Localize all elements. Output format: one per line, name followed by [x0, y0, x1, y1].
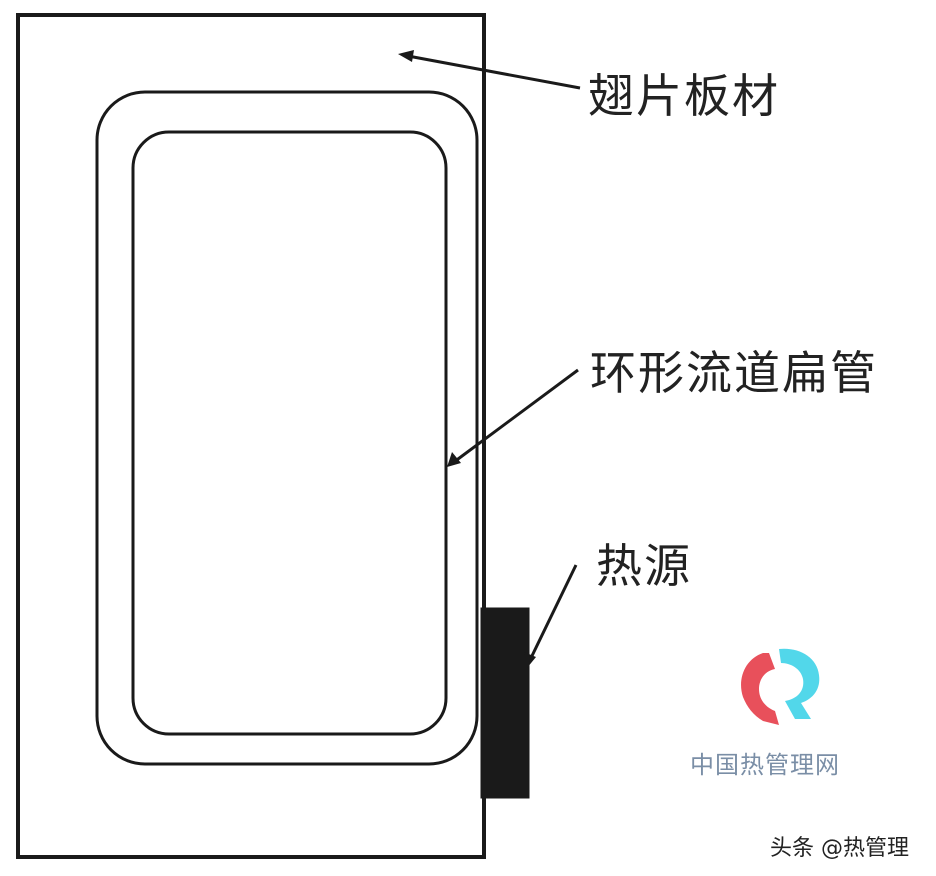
leader-line-heat-source: [528, 564, 578, 661]
leader-line-loop-tube: [453, 368, 579, 464]
leader-line-fin-plate: [407, 54, 581, 90]
arrowhead-fin-plate: [398, 50, 414, 62]
label-heat-source: 热源: [596, 539, 692, 593]
loop-tube-inner: [131, 130, 448, 736]
arrowhead-loop-tube: [447, 452, 461, 467]
arrowhead-heat-source: [524, 652, 536, 668]
logo-cyan-shape: [779, 648, 820, 719]
logo-red-shape: [741, 653, 779, 725]
label-loop-tube: 环形流道扁管: [590, 346, 878, 400]
watermark-logo-icon: [741, 648, 820, 725]
watermark-text: 中国热管理网: [690, 751, 840, 779]
loop-tube-outer: [95, 90, 479, 766]
credit-text: 头条 @热管理: [770, 836, 909, 861]
heat-source-block: [480, 607, 530, 799]
label-fin-plate: 翅片板材: [588, 69, 780, 123]
fin-plate: [16, 13, 486, 859]
